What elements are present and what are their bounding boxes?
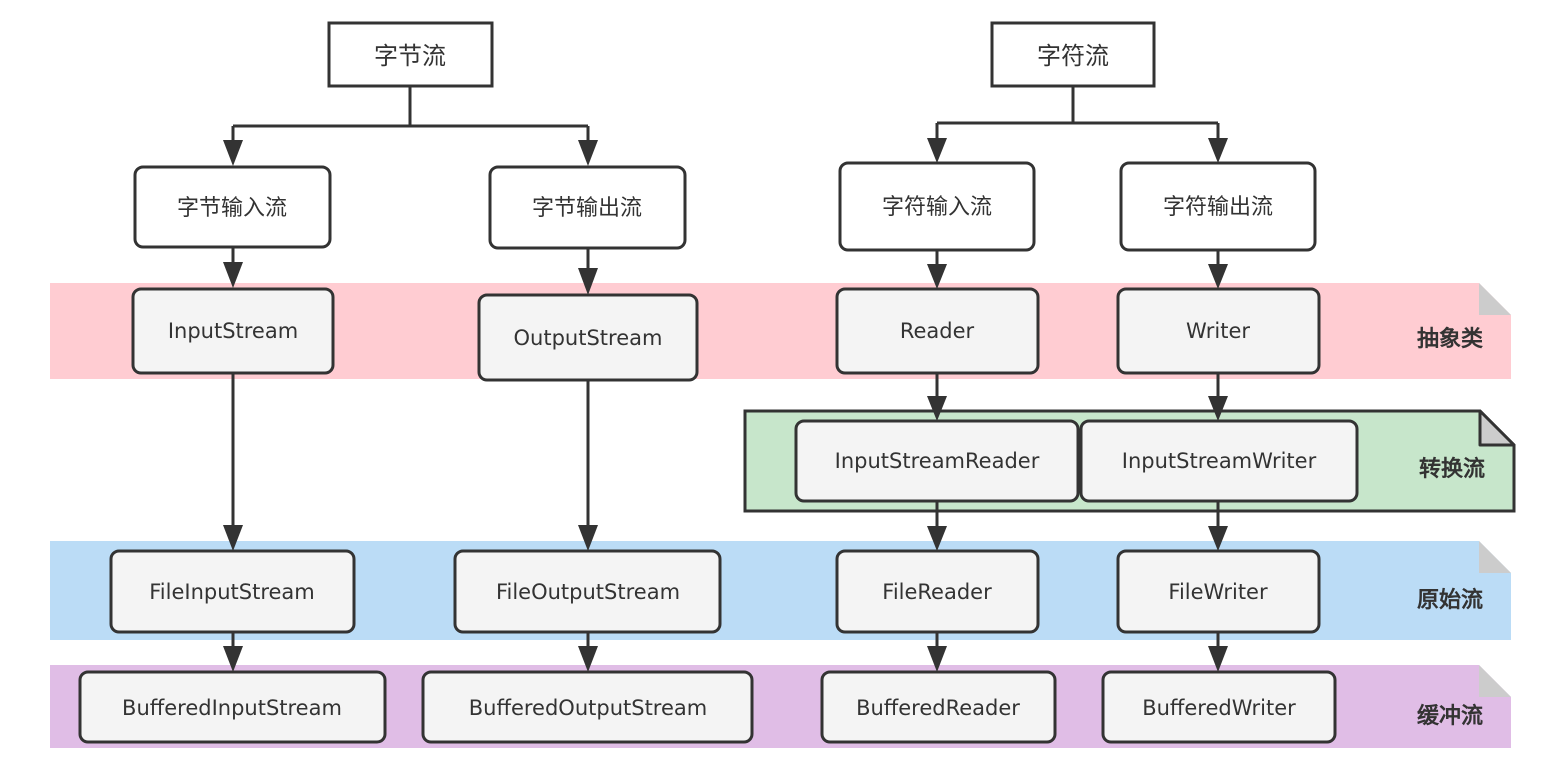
- fold-corner-icon: [1479, 541, 1511, 573]
- arrowhead-icon: [578, 268, 598, 295]
- arrowhead-icon: [223, 525, 243, 551]
- band-label-raw: 原始流: [1417, 587, 1483, 613]
- node-input-stream[interactable]: InputStream: [131, 287, 335, 375]
- arrowhead-icon: [578, 646, 598, 672]
- arrowhead-icon: [927, 138, 947, 163]
- node-label: FileInputStream: [149, 580, 315, 604]
- node-label: InputStreamWriter: [1122, 449, 1317, 473]
- node-file-output-stream[interactable]: FileOutputStream: [453, 549, 722, 634]
- arrowhead-icon: [1208, 264, 1228, 289]
- node-label: 字符输入流: [882, 195, 992, 220]
- arrowheads: [223, 138, 1228, 672]
- arrowhead-icon: [223, 140, 243, 166]
- node-buffered-input-stream[interactable]: BufferedInputStream: [78, 670, 387, 744]
- node-char-output[interactable]: 字符输出流: [1119, 161, 1317, 252]
- node-writer[interactable]: Writer: [1116, 287, 1321, 375]
- fold-corner-icon: [1478, 409, 1516, 447]
- arrowhead-icon: [927, 396, 947, 421]
- node-file-input-stream[interactable]: FileInputStream: [109, 549, 356, 634]
- node-reader[interactable]: Reader: [835, 287, 1040, 375]
- node-input-stream-reader[interactable]: InputStreamReader: [794, 419, 1080, 503]
- node-label: Writer: [1186, 319, 1250, 343]
- node-label: 字符输出流: [1163, 195, 1273, 220]
- node-buffered-output-stream[interactable]: BufferedOutputStream: [421, 670, 754, 744]
- node-label: 字节流: [374, 42, 446, 70]
- node-byte-stream[interactable]: 字节流: [327, 21, 494, 88]
- arrowhead-icon: [578, 140, 598, 166]
- node-label: BufferedInputStream: [122, 696, 342, 720]
- node-byte-input[interactable]: 字节输入流: [133, 165, 332, 249]
- fold-corner-icon: [1479, 283, 1511, 315]
- node-buffered-writer[interactable]: BufferedWriter: [1101, 670, 1337, 744]
- node-label: BufferedReader: [856, 696, 1020, 720]
- arrowhead-icon: [1208, 396, 1228, 421]
- band-label-abstract: 抽象类: [1417, 326, 1484, 352]
- arrowhead-icon: [927, 646, 947, 672]
- node-label: InputStream: [168, 319, 298, 343]
- arrowhead-icon: [1208, 138, 1228, 163]
- node-label: 字符流: [1037, 42, 1109, 70]
- node-label: BufferedWriter: [1142, 696, 1296, 720]
- arrowhead-icon: [1208, 526, 1228, 551]
- arrowhead-icon: [223, 646, 243, 672]
- node-char-input[interactable]: 字符输入流: [838, 161, 1036, 252]
- node-file-reader[interactable]: FileReader: [835, 549, 1040, 634]
- arrowhead-icon: [1208, 646, 1228, 672]
- arrowhead-icon: [927, 526, 947, 551]
- node-label: BufferedOutputStream: [469, 696, 707, 720]
- band-label-convert: 转换流: [1419, 456, 1485, 482]
- node-byte-output[interactable]: 字节输出流: [488, 165, 687, 250]
- band-label-buffer: 缓冲流: [1417, 703, 1483, 729]
- node-label: FileReader: [882, 580, 992, 604]
- node-label: Reader: [900, 319, 975, 343]
- node-char-stream[interactable]: 字符流: [990, 21, 1156, 88]
- node-label: 字节输出流: [532, 196, 642, 221]
- node-label: FileWriter: [1168, 580, 1268, 604]
- node-buffered-reader[interactable]: BufferedReader: [820, 670, 1057, 744]
- arrowhead-icon: [223, 262, 243, 288]
- node-label: InputStreamReader: [835, 449, 1040, 473]
- arrowhead-icon: [927, 264, 947, 289]
- node-label: FileOutputStream: [496, 580, 680, 604]
- node-label: 字节输入流: [177, 196, 287, 221]
- node-file-writer[interactable]: FileWriter: [1116, 549, 1321, 634]
- node-output-stream[interactable]: OutputStream: [477, 293, 699, 382]
- node-input-stream-writer[interactable]: InputStreamWriter: [1079, 419, 1359, 503]
- node-label: OutputStream: [514, 326, 663, 350]
- fold-corner-icon: [1479, 665, 1511, 697]
- arrowhead-icon: [578, 525, 598, 551]
